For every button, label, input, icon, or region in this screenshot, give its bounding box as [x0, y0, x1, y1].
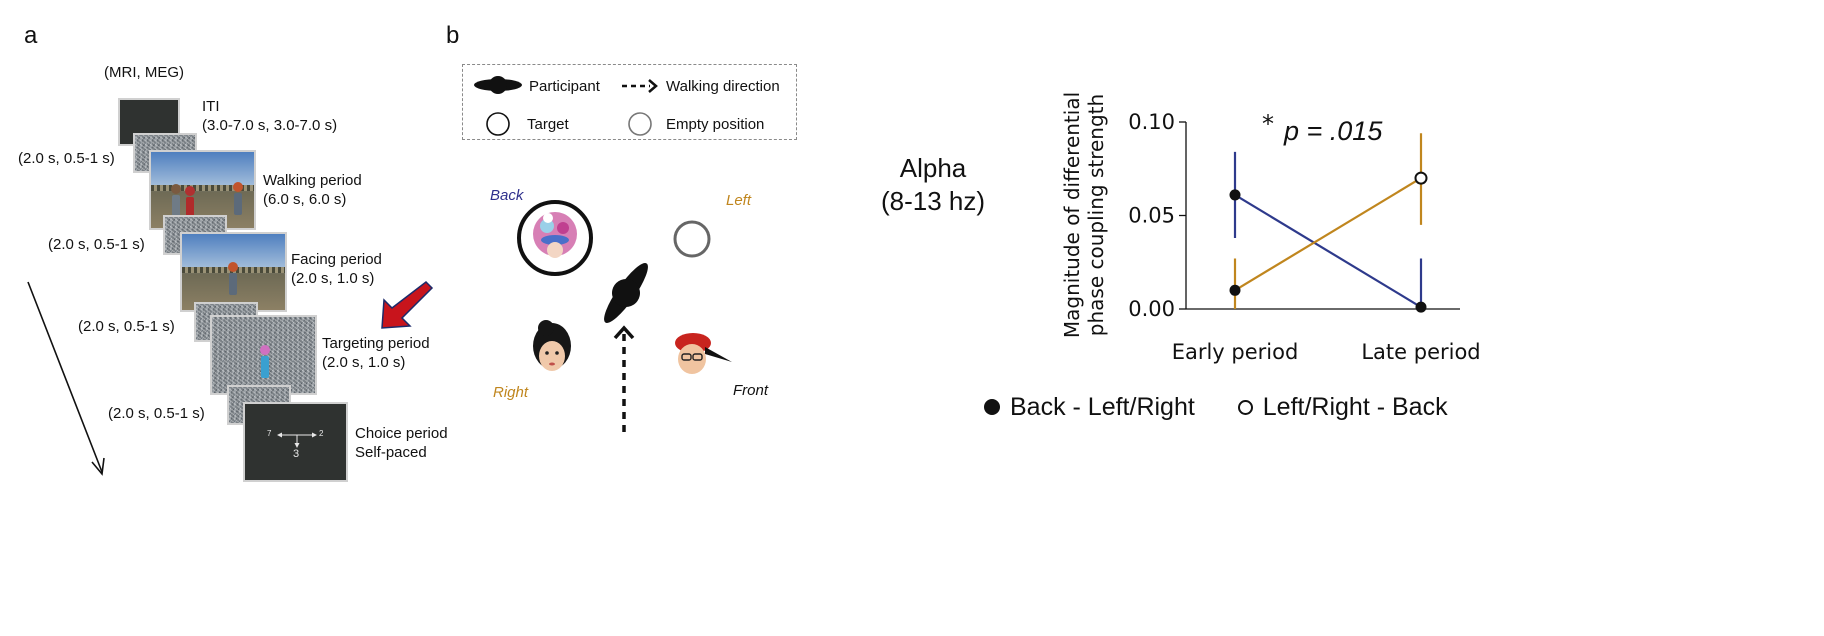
phase-coupling-chart: Magnitude of differential phase coupling… — [1060, 92, 1481, 364]
legend-target-label: Target — [527, 116, 569, 133]
walking-direction-icon — [622, 79, 658, 93]
series-line — [1234, 177, 1422, 292]
series-line — [1234, 193, 1422, 309]
stage-facing-name: Facing period — [291, 251, 382, 268]
y-tick-label: 0.10 — [1128, 110, 1175, 134]
stage-iti-name: ITI — [202, 98, 220, 115]
stage-targeting-name: Targeting period — [322, 335, 430, 352]
legend-walking-direction-label: Walking direction — [666, 78, 780, 95]
blank-interval-label: (2.0 s, 0.5-1 s) — [18, 150, 115, 167]
data-point — [1415, 301, 1427, 313]
position-front-label: Front — [733, 382, 769, 399]
position-right-label: Right — [493, 384, 529, 401]
participant-marker — [604, 263, 648, 323]
band-range: (8-13 hz) — [880, 186, 986, 216]
panel-letter-a: a — [24, 22, 38, 49]
time-arrow-icon — [27, 281, 105, 476]
left-empty-position — [673, 220, 711, 258]
stage-facing-timing: (2.0 s, 1.0 s) — [291, 270, 375, 287]
data-point — [1229, 284, 1241, 296]
participant-icon — [474, 76, 522, 94]
legend-empty-position-label: Empty position — [666, 116, 765, 133]
significance-p-value: p = .015 — [1283, 116, 1383, 146]
stage-walking-name: Walking period — [263, 172, 362, 189]
target-icon — [486, 112, 510, 136]
blank-interval-label: (2.0 s, 0.5-1 s) — [48, 236, 145, 253]
spatial-schematic — [517, 200, 732, 432]
x-tick-label: Early period — [1172, 340, 1299, 364]
chart-legend: Back - Left/Right Left/Right - Back — [984, 392, 1448, 422]
open-marker-icon — [1237, 399, 1253, 415]
frequency-band-label: Alpha (8-13 hz) — [868, 152, 998, 218]
filled-marker-icon — [984, 399, 1000, 416]
empty-position-icon — [628, 112, 652, 136]
x-tick-label: Late period — [1361, 340, 1480, 364]
red-arrow-icon — [381, 281, 434, 329]
targeting-scene-screen — [210, 315, 317, 395]
panel-letter-b: b — [446, 22, 460, 49]
legend-participant-label: Participant — [529, 78, 600, 95]
back-avatar-target — [517, 200, 593, 276]
choice-left-number: 7 — [267, 429, 272, 438]
y-tick-label: 0.00 — [1128, 297, 1175, 321]
stage-choice-name: Choice period — [355, 425, 448, 442]
y-axis-label-line2: phase coupling strength — [1084, 94, 1108, 336]
choice-bottom-number: 3 — [293, 448, 300, 460]
band-name: Alpha — [899, 153, 967, 183]
stage-choice-timing: Self-paced — [355, 444, 427, 461]
modality-header: (MRI, MEG) — [104, 64, 184, 81]
position-left-label: Left — [726, 192, 752, 209]
y-axis-label-line1: Magnitude of differential — [1060, 92, 1084, 338]
blank-interval-label: (2.0 s, 0.5-1 s) — [108, 405, 205, 422]
choice-screen: 7 2 3 — [243, 402, 348, 482]
legend-series-back-label: Back - Left/Right — [1010, 392, 1195, 421]
front-avatar-head — [675, 333, 732, 374]
right-avatar-head — [533, 320, 571, 371]
facing-scene-screen — [180, 232, 287, 312]
data-point — [1229, 189, 1241, 201]
y-tick-label: 0.05 — [1128, 204, 1175, 228]
stage-walking-timing: (6.0 s, 6.0 s) — [263, 191, 347, 208]
choice-arrows-icon — [277, 432, 317, 448]
blank-interval-label: (2.0 s, 0.5-1 s) — [78, 318, 175, 335]
schematic-legend — [462, 64, 797, 140]
significance-star: * — [1262, 110, 1274, 138]
data-point — [1414, 171, 1428, 185]
stage-iti-timing: (3.0-7.0 s, 3.0-7.0 s) — [202, 117, 338, 134]
position-back-label: Back — [490, 187, 524, 204]
stage-targeting-timing: (2.0 s, 1.0 s) — [322, 354, 406, 371]
choice-right-number: 2 — [319, 429, 324, 438]
walking-direction-arrow — [613, 325, 635, 432]
legend-series-leftright-label: Left/Right - Back — [1262, 392, 1448, 421]
